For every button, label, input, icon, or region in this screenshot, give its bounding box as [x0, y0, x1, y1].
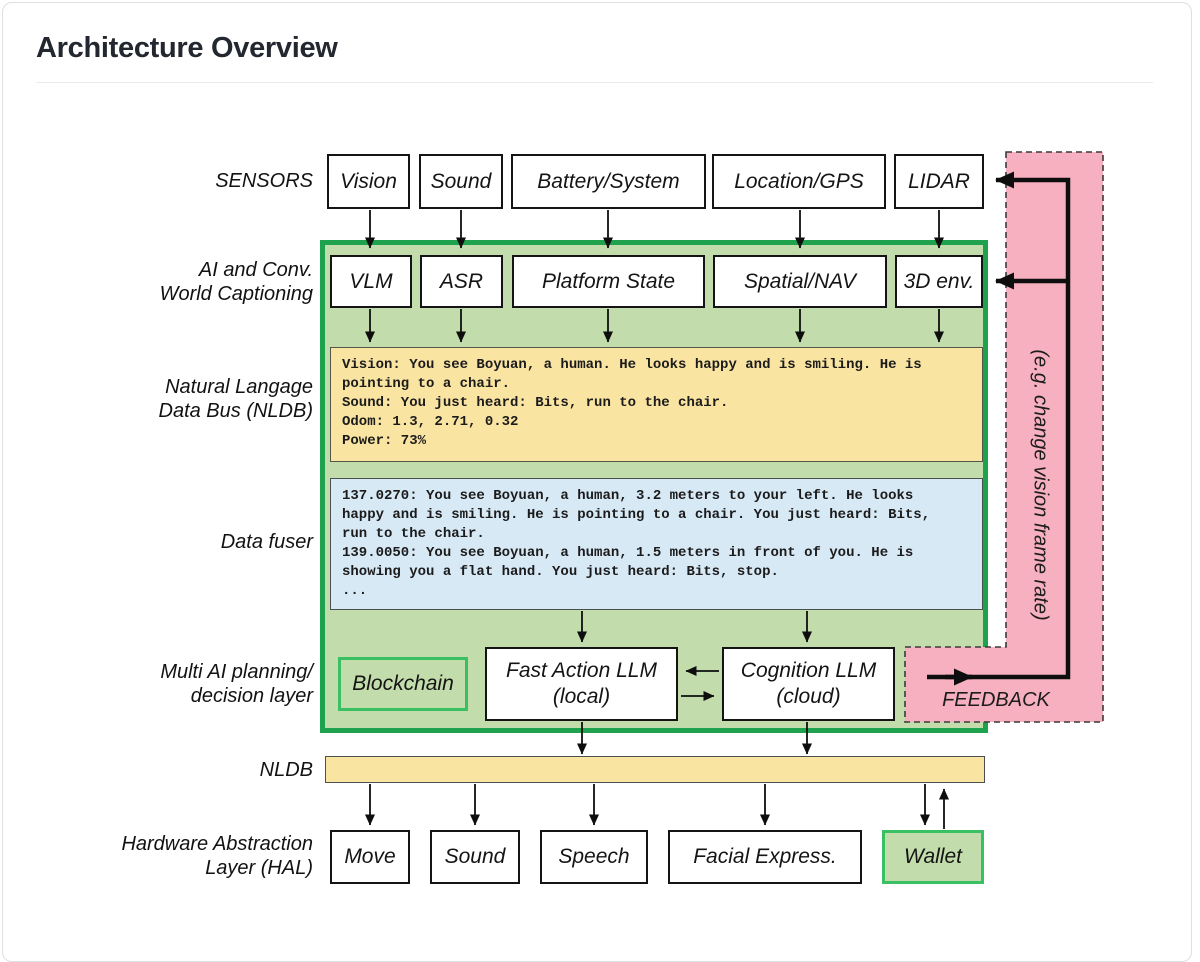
cognition-llm-line1: Cognition LLM	[740, 659, 877, 682]
label-captioning-line1: AI and Conv.	[198, 259, 313, 281]
label-planning-line1: Multi AI planning/	[160, 661, 313, 683]
label-data-fuser: Data fuser	[220, 531, 313, 553]
sensor-box-sound: Sound	[419, 154, 503, 209]
sensor-box-vision: Vision	[327, 154, 410, 209]
label-captioning-line2: World Captioning	[159, 283, 313, 305]
module-box-spatial: Spatial/NAV	[713, 255, 887, 308]
module-box-asr: ASR	[420, 255, 503, 308]
fast-action-llm-line2: (local)	[552, 685, 611, 708]
bus-to-hal-arrows	[365, 784, 949, 829]
blockchain-box: Blockchain	[338, 657, 468, 711]
cognition-llm-box: Cognition LLM (cloud)	[722, 647, 895, 721]
label-planning-line2: decision layer	[190, 685, 313, 707]
nldb-log-box: Vision: You see Boyuan, a human. He look…	[330, 347, 983, 462]
label-hal-line2: Layer (HAL)	[205, 857, 313, 879]
sensor-box-location: Location/GPS	[712, 154, 886, 209]
module-box-vlm: VLM	[330, 255, 412, 308]
sensor-box-lidar: LIDAR	[894, 154, 984, 209]
feedback-note: (e.g. change vision frame rate)	[1029, 349, 1052, 621]
fast-action-llm-box: Fast Action LLM (local)	[485, 647, 678, 721]
hal-box-move: Move	[330, 830, 410, 884]
label-planning: Multi AI planning/ decision layer	[30, 660, 313, 708]
hal-box-speech: Speech	[540, 830, 648, 884]
hal-box-sound: Sound	[430, 830, 520, 884]
label-captioning: AI and Conv. World Captioning	[30, 258, 313, 306]
hal-box-facial: Facial Express.	[668, 830, 862, 884]
label-nldb-bar: NLDB	[259, 759, 313, 781]
cognition-llm-line2: (cloud)	[776, 685, 841, 708]
fast-action-llm-line1: Fast Action LLM	[506, 659, 657, 682]
nldb-bus-bar	[325, 756, 985, 783]
feedback-label: FEEDBACK	[942, 689, 1050, 711]
label-nldb-line1: Natural Langage	[165, 376, 313, 398]
sensor-box-battery: Battery/System	[511, 154, 706, 209]
label-nldb-line2: Data Bus (NLDB)	[158, 400, 314, 422]
fused-log-box: 137.0270: You see Boyuan, a human, 3.2 m…	[330, 478, 983, 610]
label-hal-line1: Hardware Abstraction	[121, 833, 313, 855]
hal-box-wallet: Wallet	[882, 830, 984, 884]
label-sensors: SENSORS	[215, 170, 313, 192]
label-nldb-bus: Natural Langage Data Bus (NLDB)	[30, 375, 314, 423]
module-box-platform: Platform State	[512, 255, 705, 308]
title-divider	[36, 82, 1153, 83]
page-title: Architecture Overview	[36, 32, 338, 64]
module-box-3denv: 3D env.	[895, 255, 983, 308]
label-hal: Hardware Abstraction Layer (HAL)	[30, 832, 313, 880]
